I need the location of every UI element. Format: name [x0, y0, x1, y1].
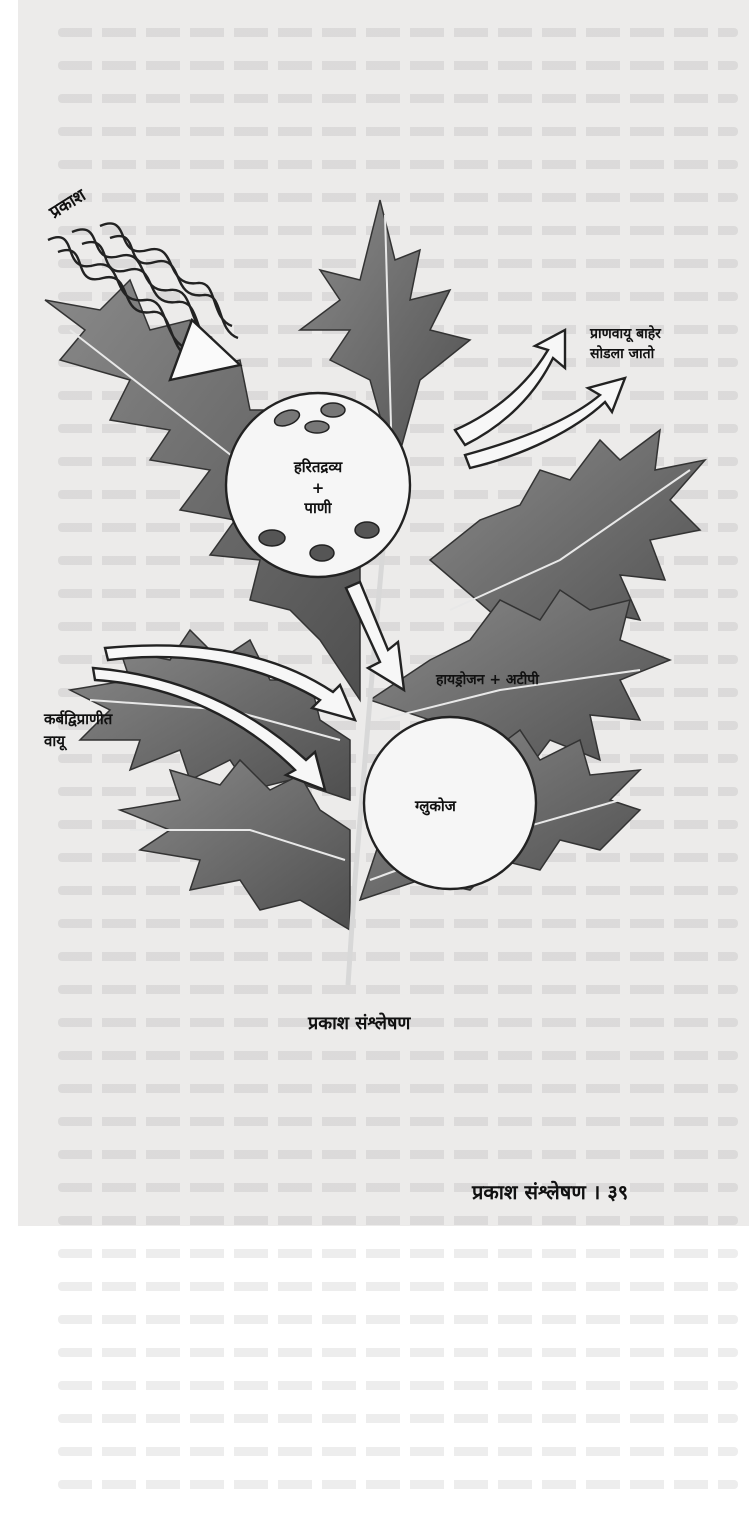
photosynthesis-diagram [0, 0, 749, 1226]
oxygen-label-line1: प्राणवायू बाहेर [590, 326, 661, 343]
chlorophyll-label: हरितद्रव्य [282, 458, 354, 476]
oxygen-label-line2: सोडला जातो [590, 346, 654, 363]
plus-label: + [282, 479, 354, 497]
page-footer: प्रकाश संश्लेषण । ३९ [472, 1178, 628, 1205]
co2-label-line1: कर्बद्विप्राणीत [44, 710, 112, 728]
water-label: पाणी [282, 499, 354, 517]
hydrogen-atp-label: हायड्रोजन + अटीपी [436, 672, 539, 689]
diagram-caption: प्रकाश संश्लेषण [308, 1013, 410, 1035]
glucose-label: ग्लुकोज [415, 797, 456, 815]
co2-label-line2: वायू [44, 732, 65, 750]
